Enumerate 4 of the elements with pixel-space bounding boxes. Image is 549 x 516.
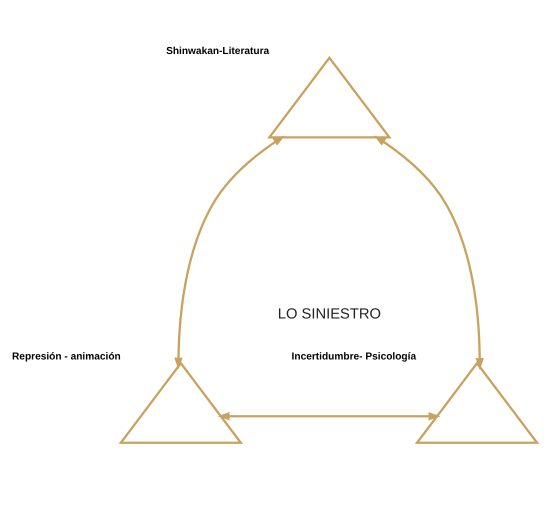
node-label: Represión - animación	[12, 351, 121, 362]
node-label: Shinwakan-Literatura	[166, 46, 270, 57]
label: LO SINIESTRO	[278, 306, 382, 323]
node-label: Incertidumbre- Psicología	[292, 351, 416, 362]
